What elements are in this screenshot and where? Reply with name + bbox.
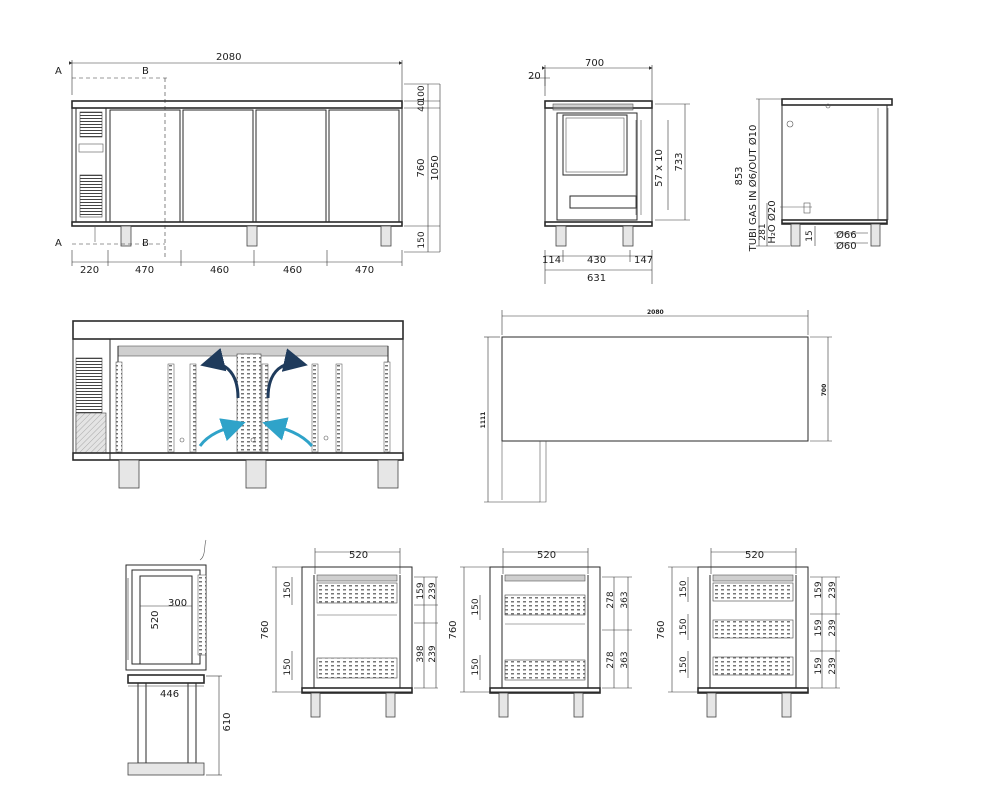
front-view: A B A B 2080 100 40 760 1050 150 220 470… xyxy=(55,52,441,276)
config1-right-239a: 239 xyxy=(428,582,438,599)
config3-right-159c: 159 xyxy=(814,657,824,674)
front-bottom-470a: 470 xyxy=(135,265,154,276)
section-b-bottom: B xyxy=(142,238,149,249)
front-total-width: 2080 xyxy=(216,52,241,63)
config1-left-150a: 150 xyxy=(283,581,293,598)
cold-airflow-arrow-right xyxy=(262,417,314,448)
side-bottom-147: 147 xyxy=(634,255,653,266)
side-drawer: 57 x 10 xyxy=(654,149,665,187)
config3-right-159a: 159 xyxy=(814,581,824,598)
front-dim-1050: 1050 xyxy=(430,155,441,180)
front-bottom-460a: 460 xyxy=(210,265,229,276)
config3-left-150c: 150 xyxy=(679,656,689,673)
side-view-15: 15 xyxy=(805,230,815,241)
drawer-base: 446 xyxy=(160,689,179,700)
drawer-leg: 610 xyxy=(222,712,233,731)
side-overhang: 20 xyxy=(528,71,541,82)
section-b-top: B xyxy=(142,66,149,77)
config2-width: 520 xyxy=(537,550,556,561)
front-dim-760: 760 xyxy=(416,158,427,177)
config3-right-239b: 239 xyxy=(828,619,838,636)
diameter-60: Ø60 xyxy=(836,240,857,252)
side-bottom-114: 114 xyxy=(542,255,561,266)
side-depth: 700 xyxy=(585,58,604,69)
plan-height: 1111 xyxy=(480,412,487,429)
config2-right-278b: 278 xyxy=(606,651,616,668)
config1-right-159: 159 xyxy=(416,582,426,599)
h2o-label: H₂O Ø20 xyxy=(766,200,778,243)
tubi-gas-label: TUBI GAS IN Ø6/OUT Ø10 xyxy=(747,125,759,253)
config1-right-239b: 239 xyxy=(428,645,438,662)
front-bottom-470b: 470 xyxy=(355,265,374,276)
side-base-width: 631 xyxy=(587,273,606,284)
front-dim-150: 150 xyxy=(417,231,427,248)
drawer-width: 300 xyxy=(168,598,187,609)
side-section-view: 700 20 57 x 10 733 114 430 147 631 xyxy=(528,58,690,284)
config1-left-150b: 150 xyxy=(283,658,293,675)
config3-right-239a: 239 xyxy=(828,581,838,598)
config2-right-363a: 363 xyxy=(620,591,630,608)
config2-right-363b: 363 xyxy=(620,651,630,668)
plan-depth: 700 xyxy=(821,384,828,397)
config3-width: 520 xyxy=(745,550,764,561)
warm-airflow-arrow-left xyxy=(200,348,240,399)
config3-right-159b: 159 xyxy=(814,619,824,636)
drawer-config-2: 520 760 150 150 278 363 278 363 xyxy=(448,548,632,718)
cold-airflow-arrow-left xyxy=(198,418,246,447)
side-view-height: 853 xyxy=(734,166,745,185)
front-bottom-460b: 460 xyxy=(283,265,302,276)
interior-airflow-view xyxy=(72,320,404,489)
config1-width: 520 xyxy=(349,550,368,561)
drawer-config-1: 520 760 150 150 159 239 398 239 xyxy=(260,548,438,718)
drawer-config-3: 520 760 150 150 150 159 239 159 239 159 … xyxy=(656,548,840,718)
config2-right-278a: 278 xyxy=(606,591,616,608)
config1-right-398: 398 xyxy=(416,645,426,662)
front-bottom-220: 220 xyxy=(80,265,99,276)
config3-left-150b: 150 xyxy=(679,618,689,635)
side-view: 853 TUBI GAS IN Ø6/OUT Ø10 281 H₂O Ø20 1… xyxy=(734,98,893,253)
plan-width: 2080 xyxy=(647,309,664,316)
side-inner-height: 733 xyxy=(674,152,685,171)
config2-total: 760 xyxy=(448,620,459,639)
section-a-bottom: A xyxy=(55,238,62,249)
diameter-66: Ø66 xyxy=(836,229,857,241)
warm-airflow-arrow-right xyxy=(266,348,308,399)
config2-left-150a: 150 xyxy=(471,598,481,615)
config1-total: 760 xyxy=(260,620,271,639)
drawer-section-view: 300 520 446 610 xyxy=(125,539,233,776)
config3-right-239c: 239 xyxy=(828,657,838,674)
side-bottom-430: 430 xyxy=(587,255,606,266)
drawer-height: 520 xyxy=(150,610,161,629)
config3-total: 760 xyxy=(656,620,667,639)
front-dim-100: 100 xyxy=(417,85,427,102)
side-view-281: 281 xyxy=(758,223,768,240)
plan-view: 2080 1111 700 xyxy=(480,309,832,503)
config3-left-150a: 150 xyxy=(679,580,689,597)
config2-left-150b: 150 xyxy=(471,658,481,675)
front-dim-40: 40 xyxy=(417,100,427,112)
section-a-top: A xyxy=(55,66,62,77)
